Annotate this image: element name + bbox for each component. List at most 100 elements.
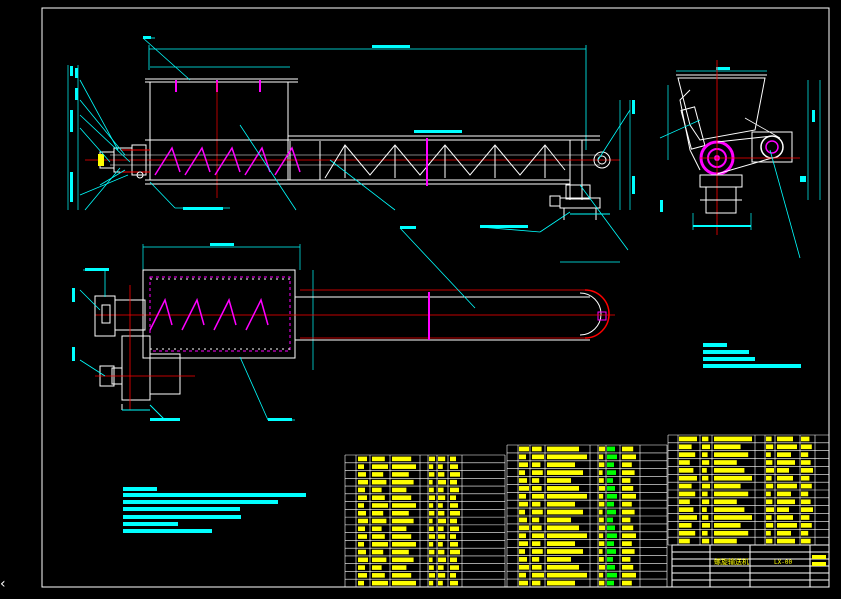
table-cell-text — [599, 572, 604, 578]
table-cell-text — [392, 565, 407, 570]
table-cell-text — [450, 503, 458, 508]
table-cell-text — [429, 472, 435, 477]
table-cell-text — [450, 487, 459, 493]
table-cell-text — [429, 487, 434, 493]
table-cell-text — [714, 468, 745, 473]
table-cell-text — [714, 538, 737, 544]
table-cell-text — [801, 444, 812, 450]
table-cell-text — [429, 573, 435, 578]
table-cell-text — [450, 557, 457, 563]
table-cell-text — [801, 452, 809, 457]
table-cell-text — [777, 538, 795, 544]
table-cell-text — [714, 483, 741, 489]
table-cell-text — [702, 499, 710, 505]
front-elevation-view — [67, 45, 635, 220]
side-elevation-view — [659, 60, 821, 259]
table-cell-text — [766, 475, 772, 481]
table-cell-text — [679, 475, 697, 481]
table-cell-text — [450, 549, 460, 555]
table-cell-text — [429, 526, 434, 532]
table-cell-text — [429, 456, 435, 462]
table-cell-text — [714, 499, 737, 505]
table-cell-text — [801, 460, 811, 465]
table-cell-text — [801, 530, 809, 536]
table-cell-text — [607, 557, 613, 562]
technical-notes-right — [703, 343, 801, 368]
table-cell-text — [777, 483, 797, 489]
table-cell-text — [532, 493, 544, 499]
table-cell-text — [438, 542, 443, 547]
table-cell-text — [372, 534, 385, 539]
table-cell-text — [679, 538, 690, 544]
table-cell-text — [622, 525, 634, 531]
table-cell-text — [519, 533, 526, 539]
table-cell-text — [702, 523, 710, 528]
table-cell-text — [358, 518, 368, 524]
table-cell-text — [622, 533, 636, 539]
table-cell-text — [392, 542, 416, 547]
table-cell-text — [429, 503, 434, 508]
table-cell-text — [607, 470, 616, 475]
table-cell-text — [519, 572, 526, 578]
table-cell-text — [372, 580, 388, 586]
table-cell-text — [429, 518, 433, 524]
table-cell-text — [714, 460, 737, 465]
table-cell-text — [607, 493, 617, 499]
table-cell-text — [438, 495, 446, 500]
table-cell-text — [547, 446, 579, 452]
table-cell-text — [702, 515, 709, 520]
dimension-text-side — [716, 67, 730, 70]
table-cell-text — [777, 530, 791, 536]
table-cell-text — [547, 509, 583, 515]
table-cell-text — [622, 517, 631, 523]
table-cell-text — [532, 454, 544, 460]
table-cell-text — [372, 487, 382, 493]
table-cell-text — [679, 483, 692, 489]
table-cell-text — [702, 452, 708, 457]
table-cell-text — [372, 518, 387, 524]
table-cell-text — [599, 517, 604, 523]
table-cell-text — [801, 538, 811, 544]
table-cell-text — [438, 580, 443, 586]
table-cell-text — [766, 523, 774, 528]
table-cell-text — [547, 478, 571, 483]
table-cell-text — [450, 580, 458, 586]
table-cell-text — [438, 487, 444, 493]
table-cell-text — [392, 503, 416, 508]
table-cell-text — [358, 456, 367, 462]
table-cell-text — [429, 510, 435, 516]
table-cell-text — [679, 499, 690, 505]
table-cell-text — [766, 538, 773, 544]
table-cell-text — [519, 462, 528, 468]
table-cell-text — [532, 509, 543, 515]
table-cell-text — [622, 580, 632, 586]
table-cell-text — [766, 436, 772, 442]
table-cell-text — [622, 564, 634, 570]
table-cell-text — [519, 470, 525, 475]
table-cell-text — [702, 491, 708, 497]
table-cell-text — [547, 580, 575, 586]
dimension-text-plan — [210, 243, 234, 246]
table-cell-text — [429, 557, 433, 563]
table-cell-text — [679, 436, 697, 442]
table-cell-text — [450, 464, 458, 469]
table-cell-text — [358, 472, 366, 477]
table-cell-text — [429, 464, 434, 469]
table-cell-text — [622, 541, 632, 546]
table-cell-text — [392, 464, 416, 469]
table-cell-text — [450, 573, 456, 578]
table-cell-text — [392, 487, 407, 493]
table-cell-text — [766, 507, 774, 512]
table-cell-text — [766, 530, 771, 536]
table-cell-text — [532, 580, 541, 586]
table-cell-text — [777, 523, 797, 528]
table-cell-text — [622, 572, 636, 578]
table-cell-text — [429, 495, 435, 500]
leader-lines — [79, 37, 631, 251]
table-cell-text — [547, 564, 579, 570]
table-cell-text — [777, 515, 793, 520]
table-cell-text — [519, 478, 527, 483]
table-cell-text — [372, 456, 385, 462]
dimension-text-trough — [414, 130, 462, 133]
